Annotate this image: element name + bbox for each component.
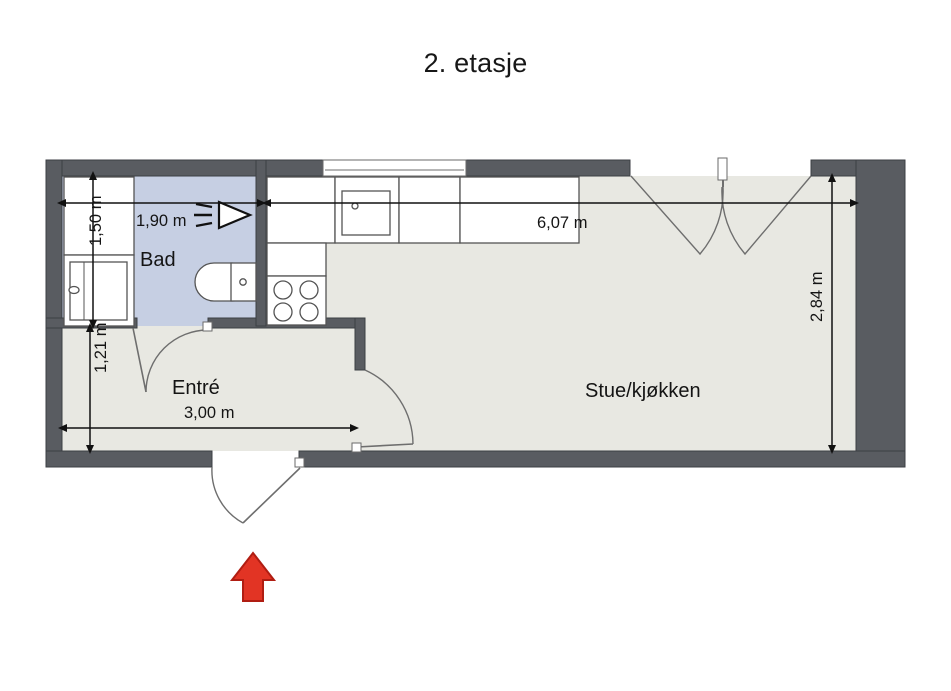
kitchen-window bbox=[322, 159, 467, 177]
dimension-lines bbox=[57, 171, 859, 454]
wall-bad-east bbox=[255, 159, 267, 327]
bathroom-door-arc bbox=[145, 329, 209, 393]
kitchen-window-frame bbox=[322, 159, 467, 177]
doors bbox=[132, 157, 812, 524]
stove-burner-2-icon bbox=[299, 280, 319, 300]
kitchen-counter-c bbox=[459, 176, 580, 244]
dimension-labels: 1,90 m 1,50 m 6,07 m 2,84 m 1,21 m 3,00 … bbox=[87, 196, 826, 422]
wall-bottom-left bbox=[45, 450, 213, 468]
room-label-bad: Bad bbox=[140, 249, 176, 271]
entrance-door-leaf bbox=[242, 467, 301, 524]
entre-door-hinge bbox=[351, 442, 362, 453]
dim-label-bad-depth: 1,50 m bbox=[87, 196, 105, 246]
stove-burner-3-icon bbox=[273, 302, 293, 322]
shower-ray-3 bbox=[195, 221, 213, 228]
bathroom-door-hinge bbox=[202, 321, 213, 332]
entre-door-leaf bbox=[356, 443, 414, 448]
balcony-door-left-arc bbox=[630, 175, 724, 256]
entrance-door-hinge bbox=[294, 457, 305, 468]
entrance-door-arc bbox=[211, 466, 244, 524]
dim-label-entre-width: 3,00 m bbox=[184, 404, 234, 422]
room-labels: Bad Entré Stue/kjøkken bbox=[140, 249, 701, 402]
kitchen-sink-basin-icon bbox=[341, 190, 391, 236]
balcony-door-mullion bbox=[717, 157, 728, 181]
floor-stue-kjokken bbox=[62, 176, 856, 451]
bathroom-fixtures bbox=[63, 176, 135, 327]
balcony-door-right-leaf bbox=[721, 175, 812, 256]
stove-burner-1-icon bbox=[273, 280, 293, 300]
dim-label-stue-width: 6,07 m bbox=[537, 214, 587, 232]
bathroom-door-leaf bbox=[132, 327, 147, 393]
kitchen-fixtures bbox=[266, 176, 580, 326]
kitchen-sink-drain-icon bbox=[351, 202, 359, 210]
kitchen-counter-d bbox=[266, 242, 327, 277]
wall-right bbox=[855, 159, 906, 468]
entrance-direction-arrow bbox=[229, 551, 277, 602]
bathroom-door bbox=[132, 321, 213, 393]
room-label-entre: Entré bbox=[172, 377, 220, 399]
dim-label-entre-depth: 1,21 m bbox=[92, 323, 110, 373]
room-label-stue-kjokken: Stue/kjøkken bbox=[585, 380, 701, 402]
page-title: 2. etasje bbox=[423, 48, 528, 78]
entrance-arrow-icon bbox=[229, 551, 277, 602]
kitchen-counter-a bbox=[266, 176, 336, 244]
bathtub-drain-icon bbox=[68, 285, 80, 295]
stove-burner-4-icon bbox=[299, 302, 319, 322]
vanity-cabinet-fixture bbox=[63, 176, 135, 256]
wall-top-left bbox=[45, 159, 324, 177]
entrance-door bbox=[211, 457, 305, 524]
dim-label-stue-depth: 2,84 m bbox=[808, 272, 826, 322]
walls bbox=[45, 159, 906, 468]
wall-top-mid bbox=[465, 159, 631, 177]
toilet-fixture bbox=[194, 262, 257, 302]
entre-to-stue-door bbox=[351, 369, 414, 453]
balcony-door-right-arc bbox=[721, 175, 812, 256]
wall-left bbox=[45, 159, 63, 468]
wall-entre-east bbox=[354, 317, 366, 371]
entre-door-arc bbox=[364, 369, 414, 445]
dim-label-bad-width: 1,90 m bbox=[136, 212, 186, 230]
toilet-flush-icon bbox=[239, 278, 247, 286]
shower-triangle-icon bbox=[217, 200, 253, 230]
kitchen-counter-b bbox=[398, 176, 461, 244]
wall-bottom-right bbox=[298, 450, 906, 468]
